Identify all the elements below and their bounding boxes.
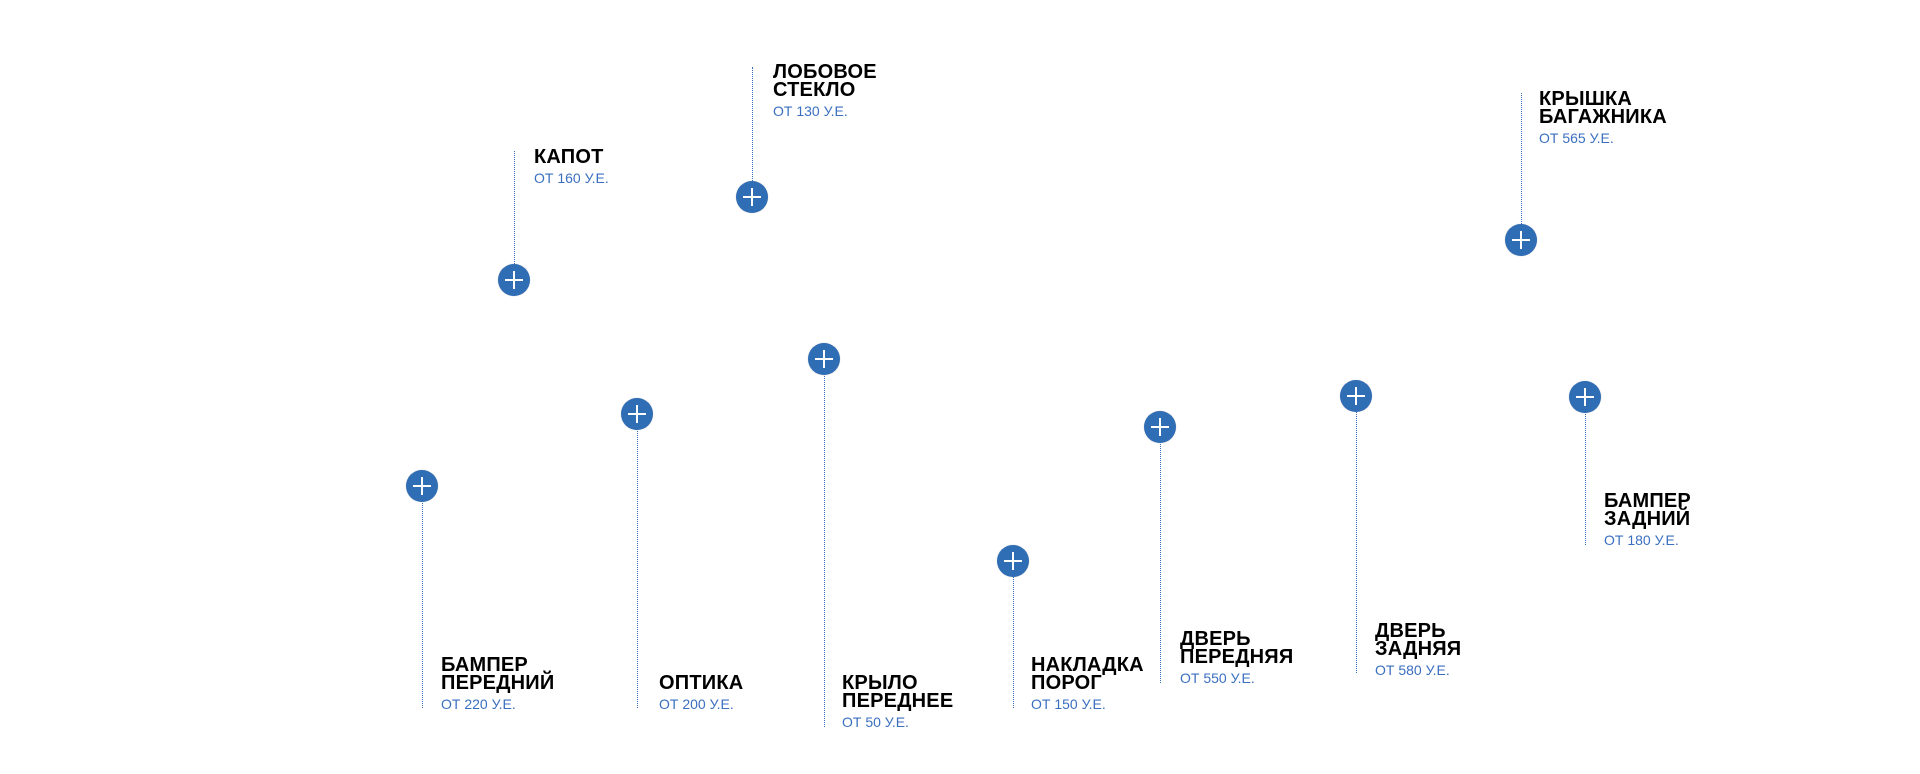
part-title-line: ОПТИКА: [659, 672, 744, 694]
part-label: КАПОТ ОТ 160 У.Е.: [534, 146, 609, 186]
part-price: ОТ 130 У.Е.: [773, 103, 848, 119]
part-title-line: ДВЕРЬ: [1180, 628, 1251, 650]
part-title-line: ПЕРЕДНЕЕ: [842, 690, 954, 712]
part-title-line: БАГАЖНИКА: [1539, 106, 1667, 128]
hotspot-plus-button[interactable]: [1569, 381, 1601, 413]
part-title-line: КАПОТ: [534, 146, 604, 168]
hotspot-plus-button[interactable]: [1340, 380, 1372, 412]
hotspot-plus-button[interactable]: [621, 398, 653, 430]
leader-line: [1356, 396, 1357, 673]
part-title-line: ЗАДНЯЯ: [1375, 638, 1462, 660]
part-title-line: КРЫШКА: [1539, 88, 1633, 110]
part-title-line: ПОРОГ: [1031, 672, 1102, 694]
leader-line: [824, 359, 825, 727]
leader-line: [1160, 427, 1161, 683]
hotspot-plus-button[interactable]: [1505, 224, 1537, 256]
part-price: ОТ 550 У.Е.: [1180, 670, 1255, 686]
part-title-line: СТЕКЛО: [773, 79, 856, 101]
part-title: КАПОТ: [534, 146, 609, 168]
hotspot-plus-button[interactable]: [808, 343, 840, 375]
part-title-line: БАМПЕР: [441, 654, 528, 676]
part-price: ОТ 580 У.Е.: [1375, 662, 1450, 678]
part-title-line: ЛОБОВОЕ: [773, 61, 877, 83]
part-title: ОПТИКА: [659, 672, 744, 694]
part-title-line: БАМПЕР: [1604, 490, 1691, 512]
part-price: ОТ 160 У.Е.: [534, 170, 609, 186]
part-title-line: ЗАДНИЙ: [1604, 508, 1691, 530]
hotspot-plus-button[interactable]: [1144, 411, 1176, 443]
part-title-line: ПЕРЕДНИЙ: [441, 672, 555, 694]
hotspot-plus-button[interactable]: [736, 181, 768, 213]
hotspot-plus-button[interactable]: [498, 264, 530, 296]
leader-line: [752, 67, 753, 197]
part-price: ОТ 50 У.Е.: [842, 714, 909, 730]
hotspot-plus-button[interactable]: [997, 545, 1029, 577]
leader-line: [1521, 93, 1522, 240]
part-title-line: КРЫЛО: [842, 672, 918, 694]
part-title-line: ДВЕРЬ: [1375, 620, 1446, 642]
leader-line: [1013, 561, 1014, 708]
leader-line: [514, 151, 515, 280]
part-price: ОТ 565 У.Е.: [1539, 130, 1614, 146]
part-title-line: НАКЛАДКА: [1031, 654, 1144, 676]
part-title-line: ПЕРЕДНЯЯ: [1180, 646, 1294, 668]
part-price: ОТ 220 У.Е.: [441, 696, 516, 712]
part-price: ОТ 180 У.Е.: [1604, 532, 1679, 548]
part-price: ОТ 200 У.Е.: [659, 696, 734, 712]
leader-line: [637, 414, 638, 708]
leader-line: [422, 486, 423, 708]
hotspot-plus-button[interactable]: [406, 470, 438, 502]
part-price: ОТ 150 У.Е.: [1031, 696, 1106, 712]
part-label: ОПТИКА ОТ 200 У.Е.: [659, 672, 744, 712]
leader-line: [1585, 397, 1586, 545]
